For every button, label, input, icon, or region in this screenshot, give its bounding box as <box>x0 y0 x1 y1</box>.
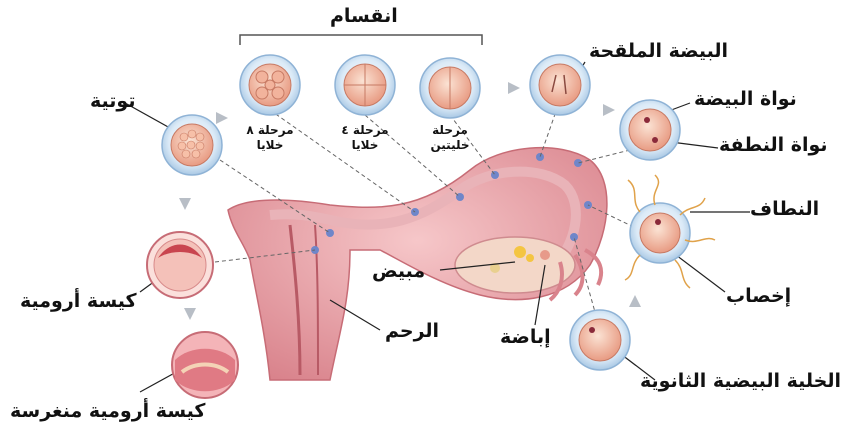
label-ovulation: إباضة <box>500 326 551 348</box>
four-cell-line1: مرحلة ٤ <box>335 123 395 138</box>
four-cell-stage <box>335 55 395 115</box>
nuclei-cell <box>620 100 680 160</box>
label-sperm-nucleus: نواة النطفة <box>719 134 828 156</box>
label-eight-cell-stage: مرحلة ٨ خلايا <box>240 123 300 153</box>
fertilization-cell <box>625 175 715 288</box>
eight-cell-line1: مرحلة ٨ <box>240 123 300 138</box>
ovary-shape <box>455 237 575 293</box>
label-fertilized-egg: البيضة الملقحة <box>589 40 728 62</box>
eight-cell-line2: خلايا <box>240 138 300 153</box>
division-bracket <box>240 35 482 45</box>
label-morula: توتية <box>90 90 135 112</box>
two-cell-line2: خليتين <box>420 138 480 153</box>
four-cell-line2: خلايا <box>335 138 395 153</box>
label-division: انقسام <box>330 5 398 27</box>
label-four-cell-stage: مرحلة ٤ خلايا <box>335 123 395 153</box>
label-secondary-oocyte: الخلية البيضية الثانوية <box>640 370 841 392</box>
label-implanted-blastocyst: كيسة أرومية منغرسة <box>10 400 205 422</box>
implanted-blastocyst-cell <box>172 332 238 398</box>
label-egg-nucleus: نواة البيضة <box>694 88 797 110</box>
morula-cell <box>162 115 222 175</box>
two-cell-stage <box>420 58 480 118</box>
two-cell-line1: مرحلة <box>420 123 480 138</box>
eight-cell-stage <box>240 55 300 115</box>
label-ovary: مبيض <box>372 260 425 282</box>
label-fertilization: إخصاب <box>726 285 791 307</box>
blastocyst-cell <box>147 232 213 298</box>
secondary-oocyte-cell <box>570 310 630 370</box>
fertilized-egg <box>530 55 590 115</box>
label-sperm: النطاف <box>750 198 819 220</box>
label-two-cell-stage: مرحلة خليتين <box>420 123 480 153</box>
label-uterus: الرحم <box>385 320 439 342</box>
label-blastocyst: كيسة أرومية <box>20 290 137 312</box>
